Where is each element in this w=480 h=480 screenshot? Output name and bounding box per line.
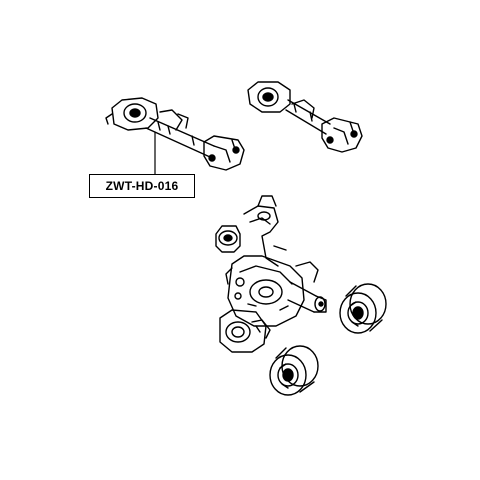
rear-knuckle	[219, 195, 327, 353]
small-bushing	[215, 225, 241, 253]
large-bushing-right	[339, 283, 387, 334]
upper-control-arm-left	[105, 97, 245, 171]
upper-control-arm-right	[247, 81, 363, 153]
part-number-label: ZWT-HD-016	[89, 174, 195, 198]
large-bushing-bottom	[269, 345, 319, 396]
